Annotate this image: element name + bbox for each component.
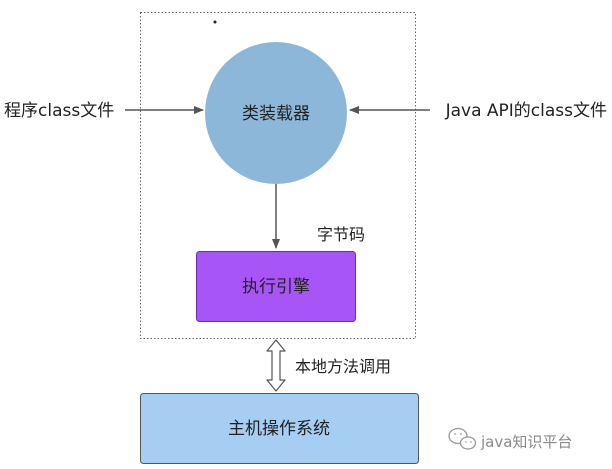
jvm-boundary <box>140 12 416 339</box>
watermark: java知识平台 <box>448 427 572 451</box>
native-method-label: 本地方法调用 <box>295 357 391 376</box>
host-os-box <box>140 393 419 464</box>
host-os-node: 主机操作系统 <box>140 393 419 464</box>
execution-engine-node: 执行引擎 <box>196 251 356 322</box>
native-method-double-arrow <box>266 339 286 392</box>
class-loader-node: 类装载器 <box>205 42 347 184</box>
watermark-text: java知识平台 <box>480 433 572 451</box>
java-api-class-label: Java API的class文件 <box>445 101 607 121</box>
execution-engine-label: 执行引擎 <box>242 277 310 297</box>
program-class-label: 程序class文件 <box>4 101 114 121</box>
class-loader-label: 类装载器 <box>242 104 310 124</box>
wechat-icon <box>448 427 477 450</box>
bytecode-label: 字节码 <box>317 225 365 244</box>
class-loader-circle <box>205 42 347 184</box>
host-os-label: 主机操作系统 <box>228 419 330 439</box>
boundary-dot <box>213 20 217 24</box>
execution-engine-box <box>196 251 356 322</box>
